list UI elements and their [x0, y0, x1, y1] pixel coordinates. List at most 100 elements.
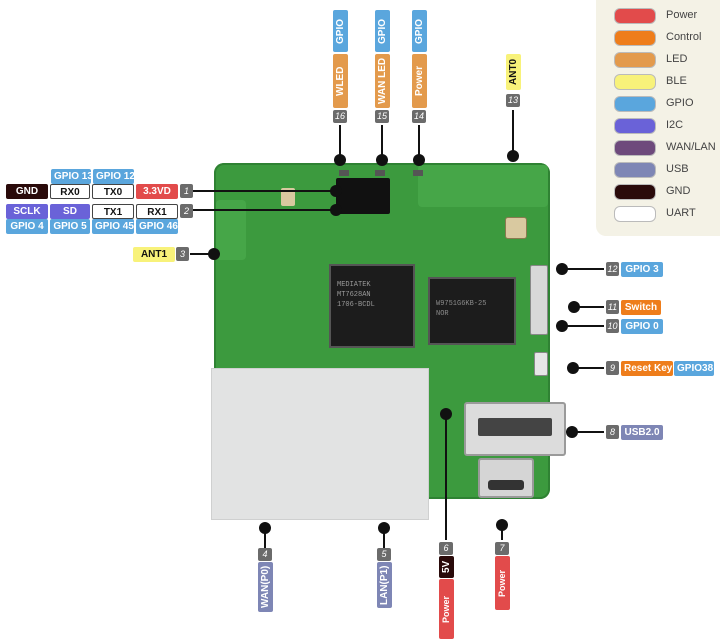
gpio46-label: GPIO 46: [136, 219, 178, 234]
tx1-label: TX1: [92, 204, 134, 219]
pin-number-14: 14: [412, 110, 426, 123]
legend-label: UART: [666, 207, 696, 219]
reset-key-label: Reset Key: [621, 361, 673, 376]
5v-label: 5V: [439, 556, 454, 578]
pin-number-5: 5: [377, 548, 391, 561]
gpio3-label: GPIO 3: [621, 262, 663, 277]
led-power: [413, 170, 423, 176]
pin-number-3: 3: [176, 247, 189, 261]
usb20-label: USB2.0: [621, 425, 663, 440]
gpio4-label: GPIO 4: [6, 219, 48, 234]
legend-label: Control: [666, 31, 702, 43]
power-input-label: Power Input: [495, 556, 522, 610]
legend-label: LED: [666, 53, 688, 65]
legend-swatch: [614, 184, 656, 200]
power-led-label: Power LED: [412, 54, 440, 108]
legend-label: BLE: [666, 75, 687, 87]
legend-swatch: [614, 30, 656, 46]
pin-number-10: 10: [606, 319, 619, 333]
pin-number-13: 13: [506, 94, 520, 107]
soc-chip-text-2: MT7628AN: [337, 291, 371, 299]
pin-number-2: 2: [180, 204, 193, 218]
usb-port-slot: [478, 418, 552, 436]
gpio13-label: GPIO 13: [51, 169, 93, 184]
micro-usb-port: [478, 458, 534, 498]
pin-dot-lan: [378, 522, 390, 534]
legend-swatch: [614, 118, 656, 134]
wled-led-label: WLED LED: [333, 54, 361, 108]
rx0-label: RX0: [50, 184, 90, 199]
v33-label: 3.3VD: [136, 184, 178, 199]
pin-dot-ant1: [208, 248, 220, 260]
legend-swatch: [614, 96, 656, 112]
sd-label: SD: [50, 204, 90, 219]
lan-p1-label: LAN(P1): [377, 562, 392, 608]
legend-label: USB: [666, 163, 689, 175]
legend-label: I2C: [666, 119, 684, 131]
pin-number-4: 4: [258, 548, 272, 561]
pin-dot-usb: [566, 426, 578, 438]
legend-swatch: [614, 140, 656, 156]
memory-chip: W9751G6KB-25 NOR: [428, 277, 516, 345]
wan-p0-label: WAN(P0): [258, 562, 273, 612]
pin-dot-gpio0: [556, 320, 568, 332]
pin-number-8: 8: [606, 425, 619, 439]
legend-label: GPIO: [666, 97, 694, 109]
usb-port: [464, 402, 566, 456]
rj45-port: [211, 368, 429, 520]
pin-number-9: 9: [606, 361, 619, 375]
pin-number-12: 12: [606, 262, 619, 276]
switch-component: [530, 265, 548, 335]
soc-chip: MEDIATEK MT7628AN 1706-BCDL: [329, 264, 415, 348]
gpio12-label: GPIO 12: [93, 169, 135, 184]
gpio5-label: GPIO 5: [50, 219, 90, 234]
legend-label: WAN/LAN: [666, 141, 716, 153]
memory-chip-text-1: W9751G6KB-25: [436, 300, 487, 308]
gpio45-label: GPIO 45: [92, 219, 134, 234]
pin-dot-5v: [440, 408, 452, 420]
gpio43-label: GPIO 43: [375, 10, 403, 52]
gpio44-label: GPIO 44: [333, 10, 361, 52]
gpio38-label: GPIO38: [674, 361, 714, 376]
connector-ant0: [505, 217, 527, 239]
pin-dot-header1: [330, 185, 342, 197]
pin-number-11: 11: [606, 300, 619, 314]
pin-number-16: 16: [333, 110, 347, 123]
pin-number-6: 6: [439, 542, 453, 555]
pin-dot-switch: [568, 301, 580, 313]
legend-swatch: [614, 8, 656, 24]
reset-component: [534, 352, 548, 376]
micro-usb-slot: [488, 480, 524, 490]
gpio42-label: GPIO 42: [412, 10, 440, 52]
pin-dot-header2: [330, 204, 342, 216]
ant0-label: ANT0: [506, 54, 521, 90]
pin-dot-wled: [334, 154, 346, 166]
led-wan: [375, 170, 385, 176]
rx1-label: RX1: [136, 204, 178, 219]
pin-number-7: 7: [495, 542, 509, 555]
antenna-area-0: [418, 165, 548, 207]
tx0-label: TX0: [92, 184, 134, 199]
pin-dot-power-led: [413, 154, 425, 166]
memory-chip-text-2: NOR: [436, 310, 449, 318]
power-output-label: Power Output: [439, 579, 466, 639]
gnd-label: GND: [6, 184, 48, 199]
ant1-label: ANT1: [133, 247, 175, 262]
legend-swatch: [614, 52, 656, 68]
soc-chip-text-3: 1706-BCDL: [337, 301, 375, 309]
led-wled: [339, 170, 349, 176]
sclk-label: SCLK: [6, 204, 48, 219]
soc-chip-text-1: MEDIATEK: [337, 281, 371, 289]
wan-led-label: WAN LED: [375, 54, 390, 108]
switch-label: Switch: [621, 300, 661, 315]
pin-dot-wan: [259, 522, 271, 534]
pin-dot-wan-led: [376, 154, 388, 166]
connector-ant1: [281, 188, 295, 206]
gpio0-label: GPIO 0: [621, 319, 663, 334]
pin-dot-reset: [567, 362, 579, 374]
legend-label: GND: [666, 185, 691, 197]
pin-number-1: 1: [180, 184, 193, 198]
pin-number-15: 15: [375, 110, 389, 123]
pin-dot-ant0: [507, 150, 519, 162]
